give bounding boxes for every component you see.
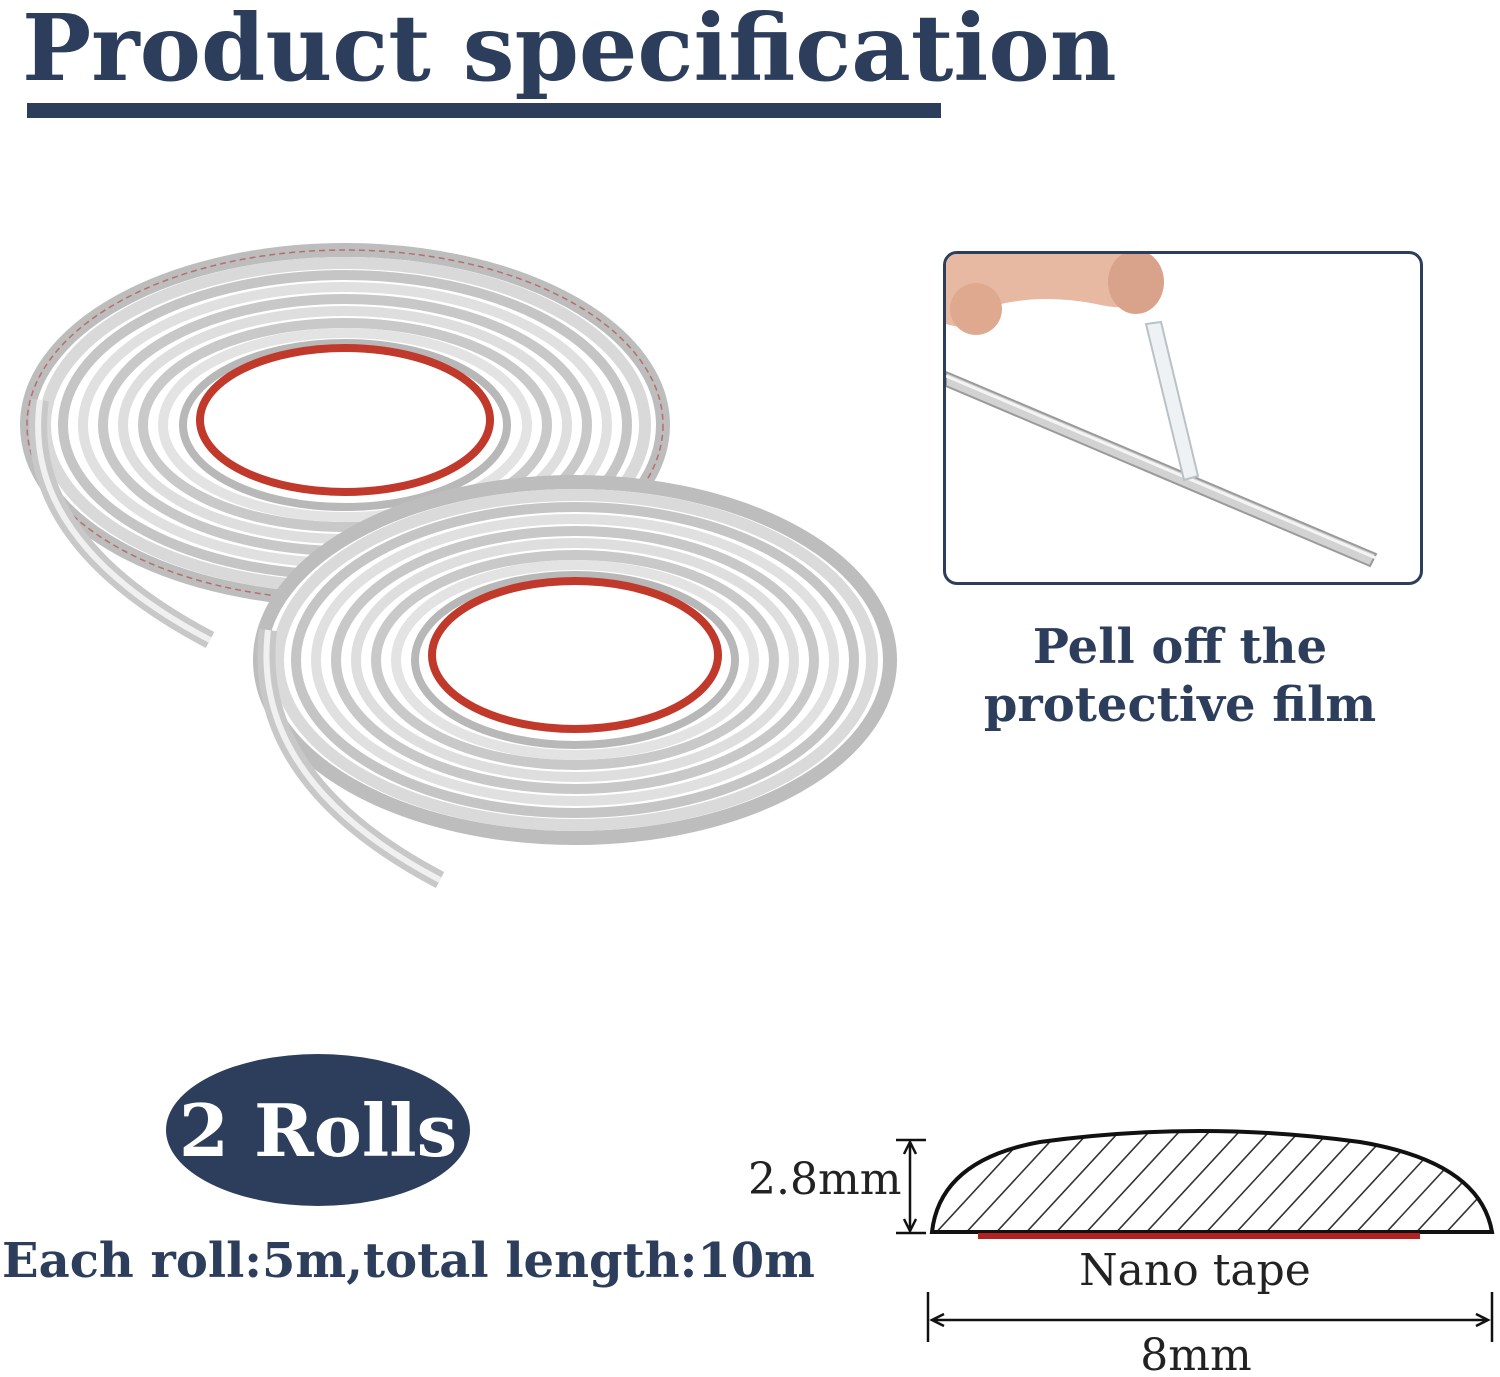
width-label: 8mm [1140,1330,1251,1377]
protective-film-panel [943,251,1423,585]
profile-outline [929,1129,1495,1234]
roll-front [253,475,897,845]
film-caption: Pell off the protective film [960,618,1400,734]
page-title: Product specification [22,0,1117,102]
height-label: 2.8mm [748,1154,901,1205]
film-caption-line2: protective film [983,677,1377,733]
nano-tape-strip [978,1233,1420,1239]
film-caption-line1: Pell off the [1032,619,1328,675]
length-info: Each roll:5m,total length:10m [2,1233,815,1289]
title-underline [27,103,941,118]
profile-cross-section: 2.8mm Nano tape 8mm [748,1129,1495,1377]
nano-tape-label: Nano tape [1079,1245,1311,1296]
rolls-count-badge: 2 Rolls [166,1054,470,1206]
chrome-trim-rolls-image [20,243,897,888]
rolls-count-text: 2 Rolls [178,1087,458,1173]
peeling-film-image [946,254,1378,568]
